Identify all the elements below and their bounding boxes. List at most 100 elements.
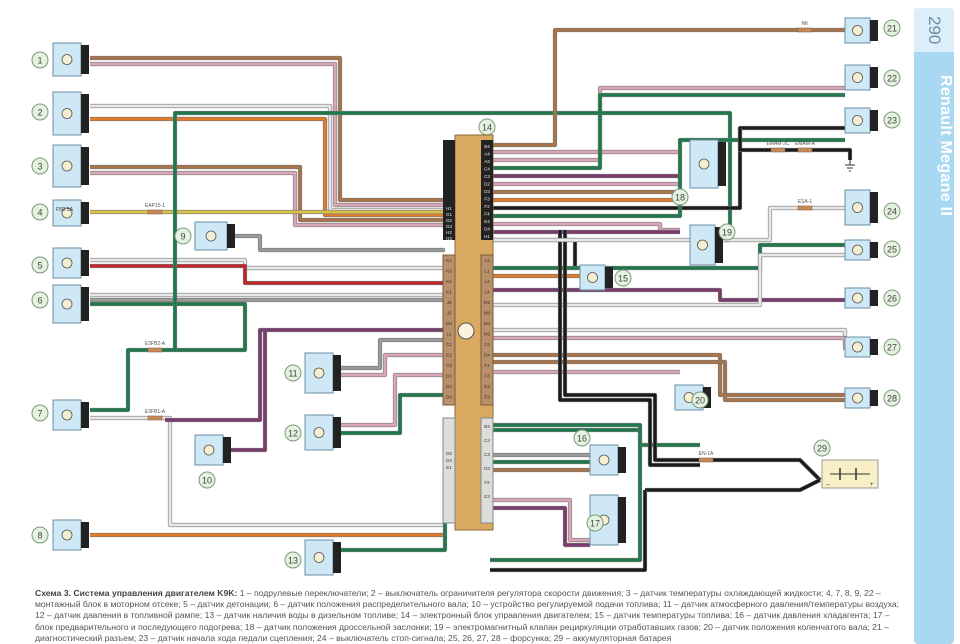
component-13: 13 (284, 539, 341, 576)
callout-label-23: 23 (887, 116, 897, 126)
ecu-pin: D4 (446, 395, 452, 400)
callout-label-6: 6 (37, 296, 42, 306)
callout-1 (31, 51, 49, 69)
wire (160, 416, 445, 527)
ecu-pin: C4 (484, 438, 490, 443)
symbol (61, 54, 73, 65)
wire (490, 222, 680, 232)
symbol (587, 272, 598, 283)
connector (81, 94, 89, 133)
callout-26 (883, 289, 901, 307)
connector (870, 390, 878, 406)
callout-28 (883, 389, 901, 407)
callout-label-19: 19 (722, 228, 732, 238)
callout-label-25: 25 (887, 245, 897, 255)
callout-25 (883, 240, 901, 258)
wire (490, 423, 642, 562)
ecu-pin: D3 (446, 451, 452, 456)
wire (490, 93, 845, 170)
component-2: 2 (31, 91, 89, 136)
wire (340, 393, 445, 435)
ecu-block-a-left (443, 140, 455, 240)
ecu-pin: A4 (484, 152, 490, 157)
ecu-pin: H1 (446, 206, 452, 211)
wire (490, 490, 647, 572)
sensor-icon (52, 144, 82, 188)
wire (563, 230, 705, 462)
callout-24 (883, 202, 901, 220)
wire (490, 28, 845, 147)
ecu-block-c-right (480, 417, 494, 524)
component-25: 25 (844, 239, 901, 261)
ecu-pin: L3 (484, 258, 490, 263)
ecu-pin: D3 (484, 189, 490, 194)
wire (340, 373, 445, 427)
symbol (61, 160, 73, 172)
ground-icon (845, 160, 855, 172)
symbol (313, 367, 325, 379)
callout-7 (31, 404, 49, 422)
callout-label-20: 20 (695, 396, 705, 406)
component-26: 26 (844, 287, 901, 309)
callout-6 (31, 291, 49, 309)
ecu-pin: E2 (484, 384, 490, 389)
ecu-pin: M2 (484, 300, 491, 305)
connector (81, 402, 89, 428)
symbol (61, 529, 73, 541)
ecu-pin: M4 (446, 321, 453, 326)
callout-label-7: 7 (37, 409, 42, 419)
caption-title: Схема 3. Система управления двигателем K… (35, 588, 238, 598)
component-21: 21 (844, 17, 901, 44)
component-6: 6 (31, 284, 89, 324)
callout-8 (31, 526, 49, 544)
ecu-pin: C3 (484, 174, 490, 179)
wire (230, 330, 267, 452)
connector (718, 142, 726, 186)
ecu-pin: D1 (446, 374, 452, 379)
callout-17 (586, 514, 604, 532)
callout-9 (174, 227, 192, 245)
splice-E3FB1-A (147, 415, 163, 421)
ecu-pin: C3 (446, 363, 452, 368)
ecu-pin: F4 (484, 363, 490, 368)
wire (705, 458, 822, 482)
component-7: 7 (31, 399, 89, 431)
components: 1234567891011121314151617181920212223242… (31, 17, 901, 576)
wire (165, 328, 445, 422)
wire (490, 138, 845, 218)
figure-caption: Схема 3. Система управления двигателем K… (35, 588, 905, 644)
wire (490, 353, 845, 397)
splice-label: E3FB1-A (145, 409, 166, 415)
callout-label-16: 16 (577, 434, 587, 444)
callout-label-8: 8 (37, 531, 42, 541)
component-11: 11 (284, 352, 341, 394)
callout-label-4: 4 (37, 208, 42, 218)
ecu-pin: K4 (446, 258, 452, 263)
ecu-pin: L1 (484, 269, 490, 274)
ecu-pin: D4 (446, 458, 452, 463)
callout-label-18: 18 (675, 193, 685, 203)
callout-13 (284, 551, 302, 569)
callout-2 (31, 103, 49, 121)
callout-label-21: 21 (887, 24, 897, 34)
callout-label-27: 27 (887, 343, 897, 353)
ecu-pin: J3 (447, 300, 452, 305)
ecu-pin: E1 (446, 465, 452, 470)
ecu-pin: E3 (484, 494, 490, 499)
wire (90, 117, 445, 217)
symbol (852, 244, 863, 256)
wiring-diagram: 1234567891011121314151617181920212223242… (31, 17, 901, 576)
connector (618, 497, 626, 543)
ecu-pin: D4 (484, 227, 490, 232)
connector (870, 290, 878, 306)
wire (490, 498, 590, 542)
symbol (852, 392, 863, 404)
ecu-pin: L2 (484, 279, 490, 284)
symbol (697, 239, 708, 251)
callout-11 (284, 364, 302, 382)
connector (227, 224, 235, 248)
connector (333, 355, 341, 391)
ecu-pin: H3 (446, 236, 452, 241)
ecu-pin: F2 (484, 204, 490, 209)
